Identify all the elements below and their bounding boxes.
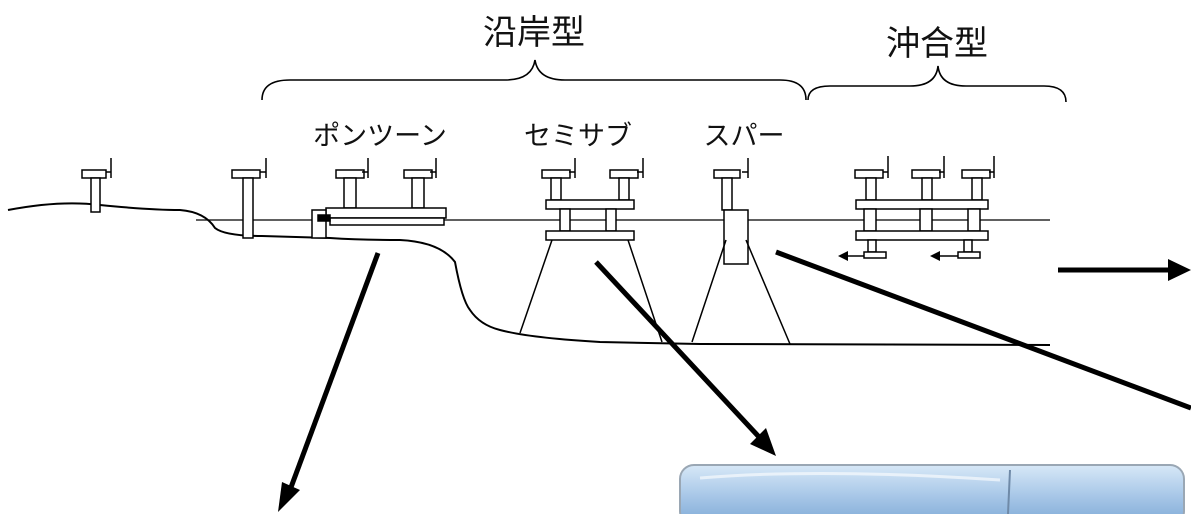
spar-label: スパー (704, 121, 785, 152)
spar-platform (691, 158, 791, 345)
arrow-pontoon (287, 252, 381, 491)
pontoon-platform (311, 158, 447, 239)
photo-inset-highlight (699, 471, 1001, 482)
coastal-brace (261, 59, 807, 101)
photo-inset (679, 464, 1185, 514)
offshore-type-label: 沖合型 (886, 24, 988, 64)
photo-inset-mast (1007, 469, 1011, 514)
pontoon-label: ポンツーン (313, 121, 447, 152)
offshore-platform (854, 156, 995, 259)
callout-arrows (287, 249, 1191, 491)
arrowheads (278, 259, 1191, 512)
arrowhead-pontoon (278, 482, 300, 512)
arrowhead-offshore (1168, 259, 1191, 281)
offshore-brace (807, 65, 1067, 103)
nearshore-fixed-turbine (231, 158, 267, 239)
land-seabed-line (7, 202, 1051, 346)
arrow-semisub (594, 260, 762, 440)
semisub-label: セミサブ (524, 121, 632, 152)
onshore-turbine (81, 158, 112, 213)
coastal-type-label: 沿岸型 (483, 13, 585, 53)
arrow-spar (775, 249, 1191, 411)
semisub-platform (519, 158, 663, 343)
arrowhead-semisub (750, 428, 776, 456)
